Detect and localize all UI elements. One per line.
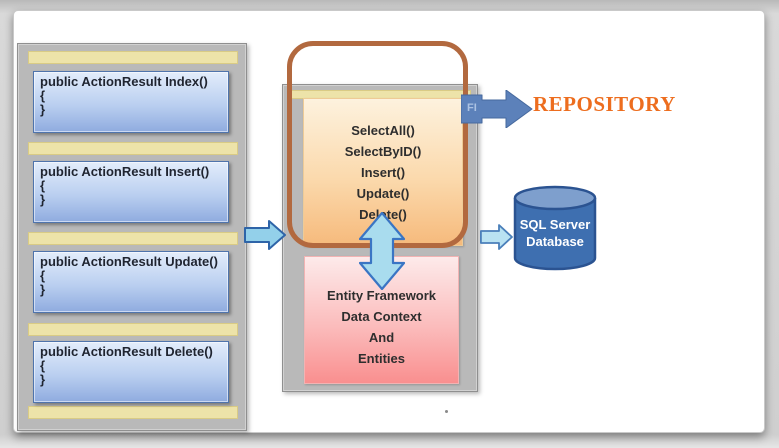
code-line: public ActionResult Index() bbox=[40, 74, 208, 89]
arrow-repository-to-database-icon bbox=[480, 224, 513, 250]
code-line: { bbox=[40, 178, 46, 193]
ef-box-line: Entities bbox=[358, 351, 405, 366]
repository-method: Update() bbox=[356, 185, 410, 201]
ef-box-line: Entity Framework bbox=[326, 288, 437, 303]
yellow-divider bbox=[28, 142, 238, 155]
repository-interface-box: SelectAll() SelectByID() Insert() Update… bbox=[303, 98, 463, 246]
repository-method: SelectByID() bbox=[344, 143, 422, 159]
code-line: { bbox=[40, 268, 46, 283]
arrow-to-repository-label-icon: FI bbox=[461, 90, 533, 128]
code-line: } bbox=[40, 102, 46, 117]
stray-dot-mark bbox=[445, 410, 448, 413]
repository-layer-panel: SelectAll() SelectByID() Insert() Update… bbox=[282, 84, 478, 392]
ef-box-line: And bbox=[368, 330, 395, 345]
ef-box-line: Data Context bbox=[341, 309, 422, 324]
repository-method: SelectAll() bbox=[351, 122, 415, 138]
controller-action-box-update: public ActionResult Update() { } bbox=[33, 251, 229, 313]
code-line: } bbox=[40, 372, 46, 387]
controller-action-box-index: public ActionResult Index() { } bbox=[33, 71, 229, 133]
code-line: public ActionResult Delete() bbox=[40, 344, 213, 359]
controllers-panel: public ActionResult Index() { } public A… bbox=[17, 43, 247, 431]
arrow-controllers-to-repository-icon bbox=[244, 220, 286, 250]
database-cylinder-icon: SQL Server Database bbox=[513, 185, 597, 271]
database-label-line1: SQL Server bbox=[520, 217, 591, 232]
arrow-tail-mark: FI bbox=[467, 102, 477, 114]
double-arrow-repository-ef-icon bbox=[359, 212, 405, 290]
code-line: { bbox=[40, 358, 46, 373]
yellow-divider bbox=[28, 323, 238, 336]
repository-method: Insert() bbox=[360, 164, 406, 180]
controller-action-box-insert: public ActionResult Insert() { } bbox=[33, 161, 229, 223]
code-line: { bbox=[40, 88, 46, 103]
code-line: } bbox=[40, 282, 46, 297]
code-line: public ActionResult Update() bbox=[40, 254, 218, 269]
yellow-divider bbox=[28, 51, 238, 64]
code-line: } bbox=[40, 192, 46, 207]
controller-action-box-delete: public ActionResult Delete() { } bbox=[33, 341, 229, 403]
code-line: public ActionResult Insert() bbox=[40, 164, 210, 179]
yellow-divider bbox=[28, 406, 238, 419]
database-label-line2: Database bbox=[526, 234, 584, 249]
repository-label: REPOSITORY bbox=[533, 92, 676, 116]
yellow-divider bbox=[28, 232, 238, 245]
